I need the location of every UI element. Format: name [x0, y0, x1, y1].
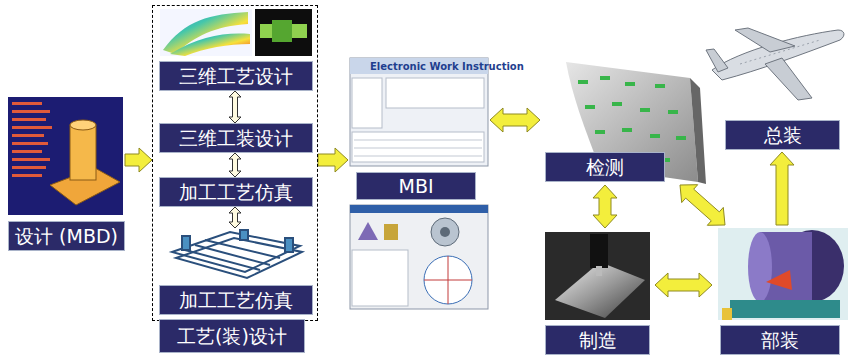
process-box: 三维工艺设计	[159, 61, 313, 91]
mbi-block: MBI	[348, 55, 490, 310]
node-label: MBI	[356, 172, 476, 200]
screenshot-title: Electronic Work Instruction	[370, 61, 524, 72]
small-arrow	[229, 91, 241, 123]
block-arrow	[125, 148, 152, 172]
node-label: 加工工艺仿真	[159, 285, 313, 315]
machining-photo	[545, 232, 650, 320]
block-arrow	[655, 273, 712, 297]
stage-block: 制造	[540, 228, 655, 356]
mbi-screenshots	[350, 58, 488, 309]
small-arrow	[229, 207, 241, 228]
process-group: 工艺(装)设计三维工艺设计三维工装设计加工工艺仿真加工工艺仿真	[152, 5, 318, 321]
process-images	[160, 9, 312, 56]
airplane	[705, 8, 847, 112]
stage-block: 部装	[712, 225, 850, 356]
process-box: 加工工艺仿真	[159, 228, 313, 315]
process-box: 加工工艺仿真	[159, 177, 313, 207]
block-arrow	[490, 108, 540, 132]
fixture-drawing	[172, 230, 302, 278]
stage-block: 检测	[540, 55, 700, 185]
cad-screenshot	[8, 97, 123, 215]
design-block: 设计 (MBD)	[5, 95, 125, 255]
block-arrow	[680, 185, 725, 226]
node-label: 加工工艺仿真	[159, 177, 313, 207]
node-label: 部装	[720, 325, 840, 355]
node-label: 总装	[725, 120, 840, 150]
node-label: 检测	[545, 152, 665, 182]
subassembly-image	[718, 228, 848, 320]
block-arrow	[593, 185, 617, 228]
small-arrow	[229, 153, 241, 177]
node-label: 设计 (MBD)	[8, 221, 125, 251]
block-arrow	[318, 148, 348, 172]
node-label: 三维工艺设计	[159, 61, 313, 91]
node-label: 制造	[545, 325, 650, 355]
node-label: 三维工装设计	[159, 123, 313, 153]
block-arrow	[770, 152, 794, 225]
process-box: 三维工装设计	[159, 123, 313, 153]
node-label: 工艺(装)设计	[159, 319, 305, 353]
stage-block: 总装	[700, 5, 850, 152]
